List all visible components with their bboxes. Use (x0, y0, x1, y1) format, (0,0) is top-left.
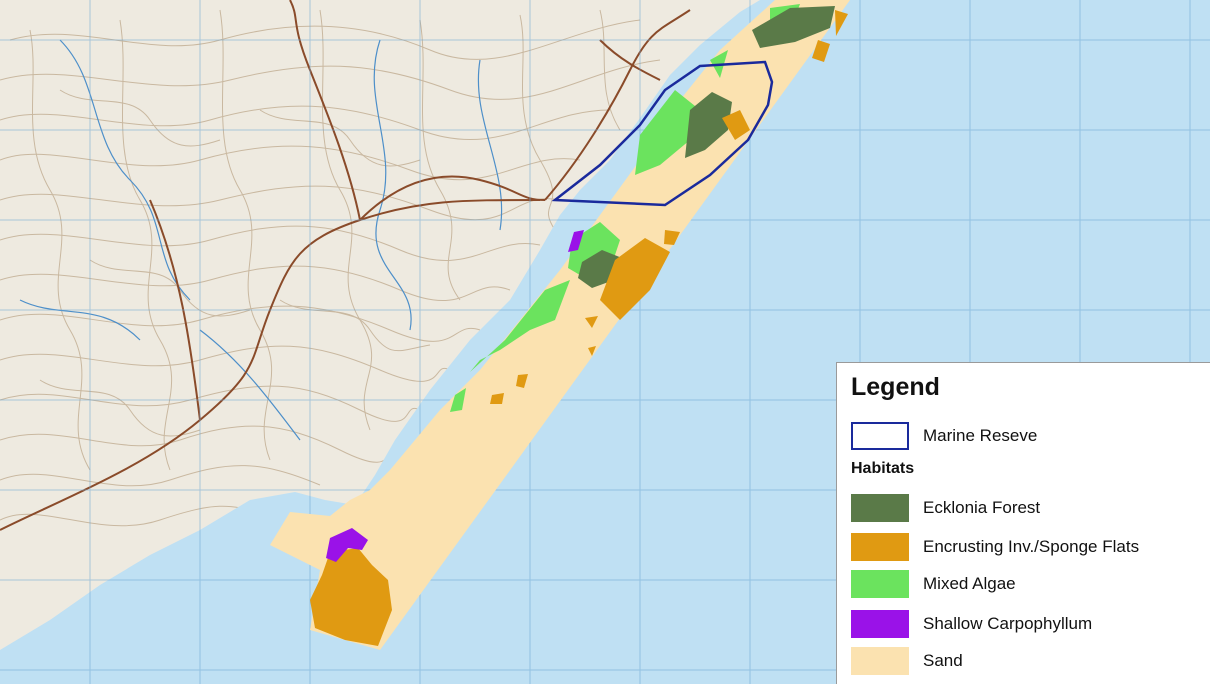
habitat-encrusting-sponge-flats (310, 10, 848, 646)
legend-label: Sand (923, 651, 963, 670)
legend-swatch-encrusting-sponge-flats (851, 533, 909, 561)
legend-item-marine-reserve: Marine Reseve (851, 421, 1037, 451)
legend-habitats-heading: Habitats (851, 460, 915, 477)
legend-label: Shallow Carpophyllum (923, 614, 1093, 633)
legend-swatch-ecklonia-forest (851, 494, 909, 522)
legend-item-ecklonia-forest: Ecklonia Forest (851, 493, 1040, 523)
legend-item-sand: Sand (851, 646, 963, 676)
legend-label: Marine Reseve (923, 426, 1038, 445)
habitat-shallow-carpophyllum (326, 230, 584, 562)
habitat-sand (270, 0, 850, 650)
legend-item-mixed-algae: Mixed Algae (851, 569, 1016, 599)
legend-swatch-mixed-algae (851, 570, 909, 598)
legend-swatch-shallow-carpophyllum (851, 610, 909, 638)
legend-title: Legend (851, 373, 940, 401)
legend-label: Ecklonia Forest (923, 498, 1041, 517)
map-legend: Legend Marine Reseve Habitats Ecklonia F… (836, 362, 1210, 684)
legend-label: Encrusting Inv./Sponge Flats (923, 537, 1140, 556)
legend-item-encrusting-sponge-flats: Encrusting Inv./Sponge Flats (851, 532, 1139, 562)
rivers (19, 39, 503, 441)
legend-item-shallow-carpophyllum: Shallow Carpophyllum (851, 609, 1092, 639)
roads (0, 0, 691, 531)
legend-label: Mixed Algae (923, 574, 1016, 593)
marine-reserve-outline (551, 60, 774, 207)
topographic-contours (0, 9, 661, 527)
legend-swatch-marine-reserve (851, 422, 909, 450)
legend-swatch-sand (851, 647, 909, 675)
